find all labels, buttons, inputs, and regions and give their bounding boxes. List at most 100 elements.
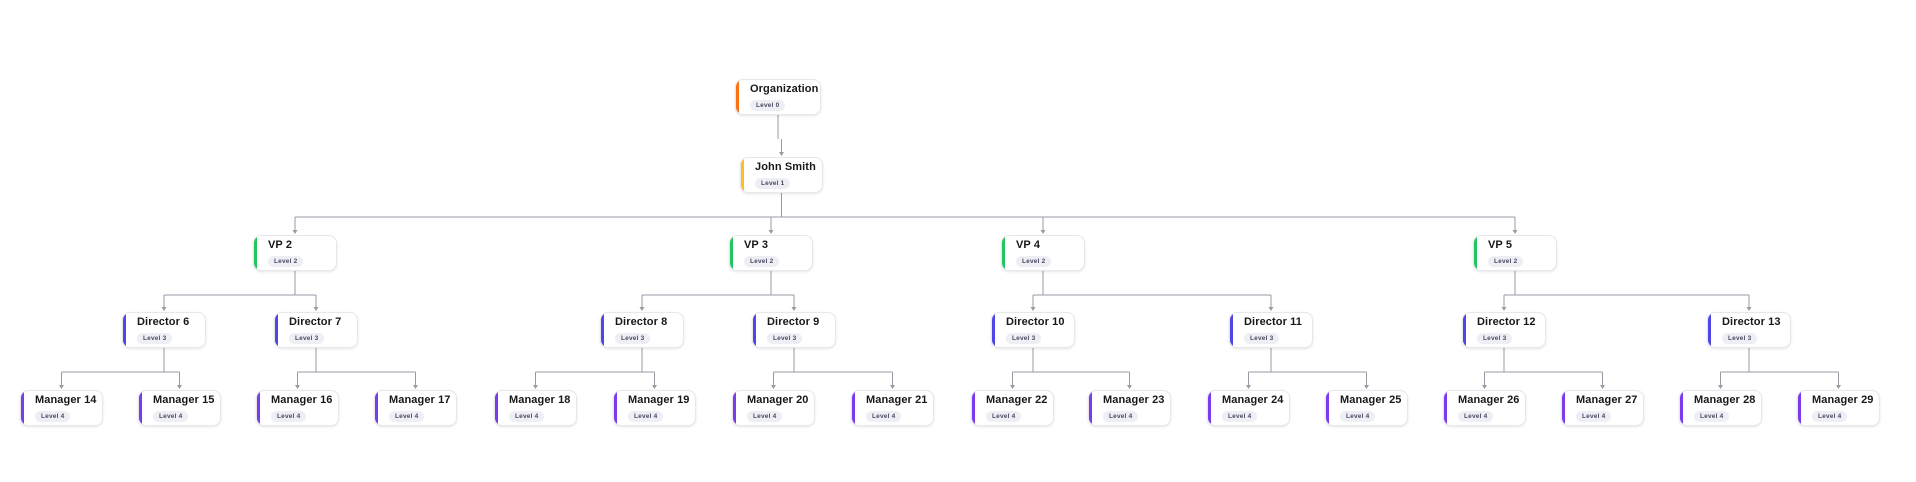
org-node-manager-17[interactable]: Manager 17 Level 4 [374, 390, 457, 426]
node-accent-bar [275, 313, 278, 347]
node-title: Manager 27 [1576, 394, 1638, 406]
node-accent-bar [495, 391, 498, 425]
org-node-manager-25[interactable]: Manager 25 Level 4 [1325, 390, 1408, 426]
node-accent-bar [1474, 236, 1477, 270]
node-accent-bar [852, 391, 855, 425]
node-level-badge: Level 4 [1103, 411, 1139, 422]
node-level-badge: Level 4 [35, 411, 71, 422]
org-node-manager-16[interactable]: Manager 16 Level 4 [256, 390, 339, 426]
node-level-badge: Level 4 [1576, 411, 1612, 422]
node-level-badge: Level 4 [153, 411, 189, 422]
node-title: Organization [750, 83, 819, 95]
node-accent-bar [1798, 391, 1801, 425]
node-level-badge: Level 4 [389, 411, 425, 422]
org-node-vp-5[interactable]: VP 5 Level 2 [1473, 235, 1557, 271]
node-accent-bar [1562, 391, 1565, 425]
org-node-manager-21[interactable]: Manager 21 Level 4 [851, 390, 934, 426]
node-title: Manager 25 [1340, 394, 1402, 406]
node-accent-bar [753, 313, 756, 347]
org-node-director-11[interactable]: Director 11 Level 3 [1229, 312, 1313, 348]
node-level-badge: Level 2 [1488, 256, 1524, 267]
node-level-badge: Level 4 [509, 411, 545, 422]
node-level-badge: Level 4 [1222, 411, 1258, 422]
node-accent-bar [730, 236, 733, 270]
node-title: Director 11 [1244, 316, 1302, 328]
node-title: Manager 28 [1694, 394, 1756, 406]
node-accent-bar [733, 391, 736, 425]
node-title: Director 6 [137, 316, 190, 328]
node-title: Manager 16 [271, 394, 333, 406]
node-level-badge: Level 4 [1812, 411, 1848, 422]
org-node-director-10[interactable]: Director 10 Level 3 [991, 312, 1075, 348]
node-title: Manager 19 [628, 394, 690, 406]
node-accent-bar [1680, 391, 1683, 425]
node-title: Manager 17 [389, 394, 451, 406]
node-accent-bar [601, 313, 604, 347]
org-node-manager-20[interactable]: Manager 20 Level 4 [732, 390, 815, 426]
node-accent-bar [254, 236, 257, 270]
node-level-badge: Level 4 [866, 411, 902, 422]
node-level-badge: Level 3 [1006, 333, 1042, 344]
node-title: Director 9 [767, 316, 820, 328]
node-level-badge: Level 4 [1458, 411, 1494, 422]
org-node-manager-23[interactable]: Manager 23 Level 4 [1088, 390, 1171, 426]
node-accent-bar [375, 391, 378, 425]
org-node-director-8[interactable]: Director 8 Level 3 [600, 312, 684, 348]
node-accent-bar [21, 391, 24, 425]
node-level-badge: Level 4 [747, 411, 783, 422]
org-node-director-9[interactable]: Director 9 Level 3 [752, 312, 836, 348]
node-title: Director 8 [615, 316, 668, 328]
node-title: Manager 15 [153, 394, 215, 406]
org-node-manager-19[interactable]: Manager 19 Level 4 [613, 390, 696, 426]
org-node-vp-3[interactable]: VP 3 Level 2 [729, 235, 813, 271]
node-level-badge: Level 2 [268, 256, 304, 267]
node-level-badge: Level 4 [1340, 411, 1376, 422]
node-title: VP 5 [1488, 239, 1513, 251]
node-title: Manager 23 [1103, 394, 1165, 406]
node-accent-bar [1463, 313, 1466, 347]
node-level-badge: Level 0 [750, 100, 786, 111]
node-accent-bar [972, 391, 975, 425]
node-level-badge: Level 3 [1722, 333, 1758, 344]
node-title: Manager 22 [986, 394, 1048, 406]
node-accent-bar [992, 313, 995, 347]
node-accent-bar [139, 391, 142, 425]
node-level-badge: Level 4 [628, 411, 664, 422]
node-level-badge: Level 4 [271, 411, 307, 422]
node-level-badge: Level 3 [1477, 333, 1513, 344]
org-node-director-6[interactable]: Director 6 Level 3 [122, 312, 206, 348]
node-accent-bar [736, 80, 739, 114]
node-level-badge: Level 3 [137, 333, 173, 344]
node-level-badge: Level 3 [1244, 333, 1280, 344]
node-title: VP 3 [744, 239, 769, 251]
node-level-badge: Level 2 [744, 256, 780, 267]
node-title: Director 10 [1006, 316, 1065, 328]
node-title: VP 4 [1016, 239, 1041, 251]
node-accent-bar [1089, 391, 1092, 425]
node-level-badge: Level 3 [615, 333, 651, 344]
node-title: Manager 20 [747, 394, 809, 406]
node-level-badge: Level 3 [767, 333, 803, 344]
node-accent-bar [1208, 391, 1211, 425]
node-title: Director 7 [289, 316, 342, 328]
node-accent-bar [123, 313, 126, 347]
org-node-manager-15[interactable]: Manager 15 Level 4 [138, 390, 221, 426]
node-title: Manager 21 [866, 394, 928, 406]
org-node-manager-27[interactable]: Manager 27 Level 4 [1561, 390, 1644, 426]
